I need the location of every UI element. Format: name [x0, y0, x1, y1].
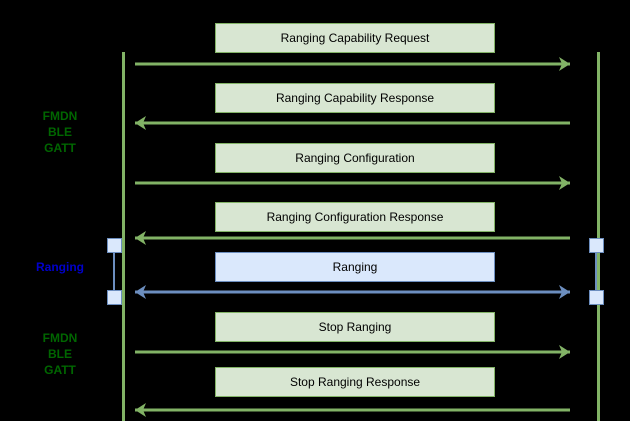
message-label: Ranging Capability Response	[275, 91, 435, 105]
message-arrowhead-1	[135, 116, 146, 130]
message-box-4: Ranging	[215, 252, 495, 282]
message-box-6: Stop Ranging Response	[215, 367, 495, 397]
phase-label-0: FMDN BLE GATT	[42, 109, 78, 155]
right-activation-top	[589, 238, 604, 253]
message-arrowhead-left-4	[135, 285, 146, 299]
message-arrowhead-6	[135, 403, 146, 417]
message-label: Ranging Configuration Response	[266, 210, 444, 224]
message-box-0: Ranging Capability Request	[215, 23, 495, 53]
left-activation-bottom	[107, 290, 122, 305]
message-box-5: Stop Ranging	[215, 312, 495, 342]
message-label: Ranging Capability Request	[280, 31, 430, 45]
message-box-2: Ranging Configuration	[215, 143, 495, 173]
message-box-3: Ranging Configuration Response	[215, 202, 495, 232]
message-arrowhead-right-4	[559, 285, 570, 299]
message-label: Ranging Configuration	[295, 151, 415, 165]
message-arrowhead-0	[559, 57, 570, 71]
message-label: Stop Ranging	[318, 320, 392, 334]
left-lifeline	[122, 52, 125, 421]
left-activation-bar	[113, 252, 115, 292]
message-label: Ranging	[332, 260, 378, 274]
message-arrowhead-3	[135, 231, 146, 245]
message-arrowhead-2	[559, 176, 570, 190]
phase-label-2: FMDN BLE GATT	[42, 331, 78, 377]
message-label: Stop Ranging Response	[289, 375, 421, 389]
phase-label-1: Ranging	[36, 260, 84, 274]
right-activation-bar	[595, 252, 597, 292]
left-activation-top	[107, 238, 122, 253]
right-lifeline	[597, 52, 600, 421]
message-arrowhead-5	[559, 345, 570, 359]
message-box-1: Ranging Capability Response	[215, 83, 495, 113]
right-activation-bottom	[589, 290, 604, 305]
